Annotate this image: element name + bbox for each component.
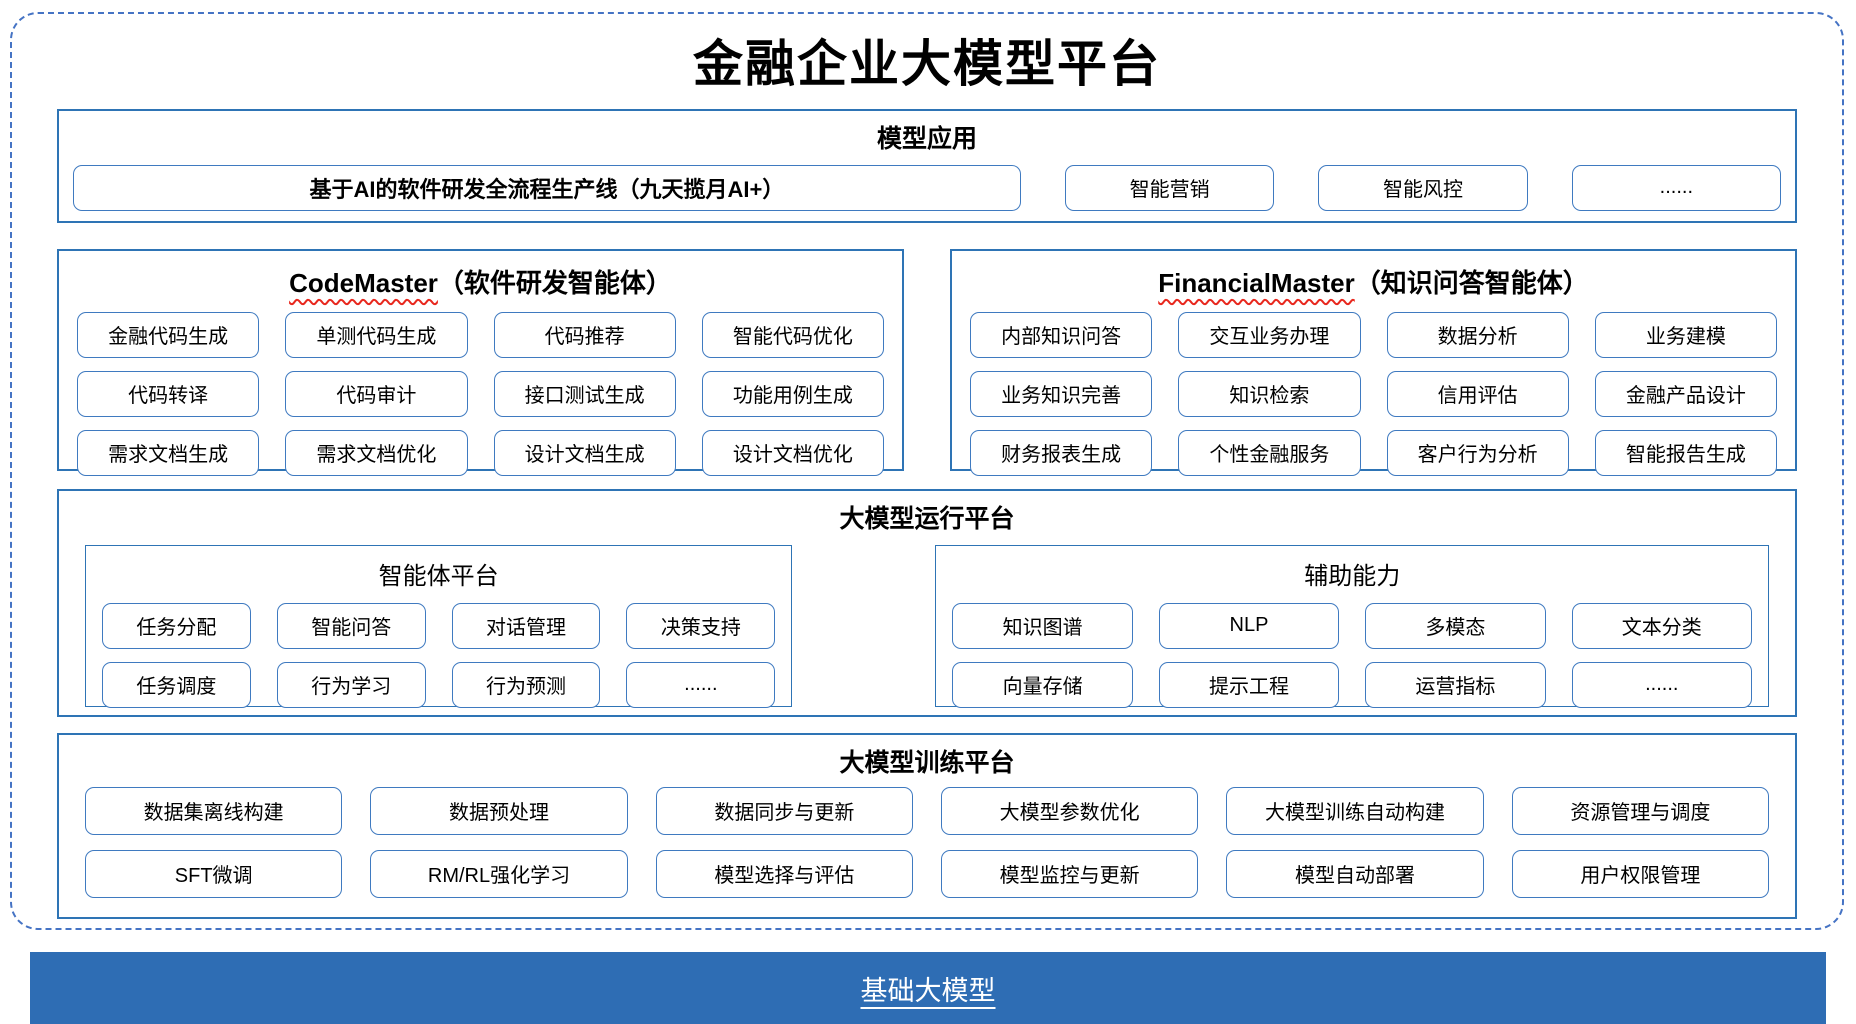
capability-box: 行为学习 bbox=[276, 661, 426, 708]
aux-capability-box: 辅助能力 知识图谱 NLP 多模态文本分类向量存储提示工程运营指标...... bbox=[935, 544, 1769, 708]
capability-box: 交互业务办理 bbox=[1178, 311, 1361, 358]
capability-box: 对话管理 bbox=[451, 602, 601, 649]
capability-box: 数据集离线构建 bbox=[85, 786, 343, 835]
financialmaster-capabilities: 内部知识问答交互业务办理数据分析业务建模业务知识完善知识检索信用评估金融产品设计… bbox=[970, 311, 1777, 476]
runtime-inner-row: 智能体平台 任务分配智能问答对话管理决策支持任务调度行为学习行为预测......… bbox=[85, 544, 1769, 708]
capability-box: 任务调度 bbox=[102, 661, 251, 708]
app-box: 智能营销 bbox=[1064, 164, 1275, 211]
agents-row: CodeMaster（软件研发智能体） 金融代码生成单测代码生成代码推荐智能代码… bbox=[57, 248, 1797, 476]
section-training-platform: 大模型训练平台 数据集离线构建数据预处理数据同步与更新大模型参数优化大模型训练自… bbox=[57, 732, 1797, 919]
capability-box: 业务知识完善 bbox=[970, 370, 1153, 417]
aux-capability-items: 知识图谱 NLP 多模态文本分类向量存储提示工程运营指标...... bbox=[952, 602, 1752, 708]
foundation-model-label: 基础大模型 bbox=[860, 975, 996, 1006]
capability-box: 知识图谱 bbox=[952, 602, 1133, 649]
ai-pipeline-box: 基于AI的软件研发全流程生产线（九天揽月AI+） bbox=[73, 164, 1021, 211]
model-application-title: 模型应用 bbox=[876, 124, 977, 153]
capability-box: 行为预测 bbox=[451, 661, 601, 708]
capability-box: 智能问答 bbox=[276, 602, 426, 649]
capability-box: 金融代码生成 bbox=[77, 311, 260, 358]
capability-box: 设计文档生成 bbox=[493, 429, 676, 476]
capability-box: 文本分类 bbox=[1571, 602, 1752, 649]
outer-dashed-frame: 金融企业大模型平台 模型应用 基于AI的软件研发全流程生产线（九天揽月AI+） … bbox=[10, 12, 1844, 930]
model-application-row: 基于AI的软件研发全流程生产线（九天揽月AI+） 智能营销 智能风控 .....… bbox=[71, 163, 1783, 211]
section-financialmaster: FinancialMaster（知识问答智能体） 内部知识问答交互业务办理数据分… bbox=[950, 248, 1797, 476]
capability-box: ...... bbox=[1571, 661, 1752, 708]
page-title: 金融企业大模型平台 bbox=[693, 34, 1161, 93]
app-box: 智能风控 bbox=[1318, 164, 1528, 211]
capability-box: 数据同步与更新 bbox=[655, 786, 913, 835]
training-platform-items: 数据集离线构建数据预处理数据同步与更新大模型参数优化大模型训练自动构建资源管理与… bbox=[85, 786, 1769, 898]
capability-box: SFT微调 bbox=[85, 849, 343, 898]
financialmaster-title-en: FinancialMaster bbox=[1158, 267, 1355, 298]
codemaster-capabilities: 金融代码生成单测代码生成代码推荐智能代码优化代码转译代码审计接口测试生成功能用例… bbox=[77, 311, 884, 476]
capability-box: 大模型训练自动构建 bbox=[1226, 786, 1484, 835]
aux-capability-title: 辅助能力 bbox=[1304, 562, 1401, 590]
financialmaster-title-zh: （知识问答智能体） bbox=[1354, 267, 1589, 298]
capability-box: 大模型参数优化 bbox=[941, 786, 1199, 835]
codemaster-title-zh: （软件研发智能体） bbox=[437, 267, 672, 298]
capability-box: 客户行为分析 bbox=[1386, 429, 1569, 476]
app-box: ...... bbox=[1571, 164, 1782, 211]
capability-box: 设计文档优化 bbox=[701, 429, 884, 476]
capability-box: 知识检索 bbox=[1178, 370, 1361, 417]
capability-box: NLP bbox=[1158, 602, 1340, 649]
capability-box: 模型监控与更新 bbox=[941, 849, 1199, 898]
agent-platform-box: 智能体平台 任务分配智能问答对话管理决策支持任务调度行为学习行为预测...... bbox=[85, 544, 793, 708]
section-codemaster: CodeMaster（软件研发智能体） 金融代码生成单测代码生成代码推荐智能代码… bbox=[57, 248, 904, 476]
training-platform-title: 大模型训练平台 bbox=[839, 748, 1015, 777]
capability-box: 向量存储 bbox=[952, 661, 1133, 708]
capability-box: 数据预处理 bbox=[370, 786, 628, 835]
capability-box: 用户权限管理 bbox=[1511, 849, 1769, 898]
agent-platform-title: 智能体平台 bbox=[378, 562, 499, 590]
capability-box: 多模态 bbox=[1365, 602, 1546, 649]
capability-box: 智能代码优化 bbox=[701, 311, 884, 358]
capability-box: 智能报告生成 bbox=[1594, 429, 1777, 476]
capability-box: 数据分析 bbox=[1386, 311, 1569, 358]
capability-box: 决策支持 bbox=[626, 602, 776, 649]
capability-box: 提示工程 bbox=[1158, 661, 1340, 708]
capability-box: 业务建模 bbox=[1594, 311, 1777, 358]
capability-box: 个性金融服务 bbox=[1178, 429, 1361, 476]
section-model-application: 模型应用 基于AI的软件研发全流程生产线（九天揽月AI+） 智能营销 智能风控 … bbox=[57, 108, 1797, 223]
capability-box: 任务分配 bbox=[102, 602, 251, 649]
agent-platform-items: 任务分配智能问答对话管理决策支持任务调度行为学习行为预测...... bbox=[102, 602, 776, 708]
capability-box: 单测代码生成 bbox=[285, 311, 468, 358]
capability-box: RM/RL强化学习 bbox=[370, 849, 628, 898]
codemaster-title-en: CodeMaster bbox=[289, 267, 438, 298]
capability-box: 需求文档生成 bbox=[77, 429, 260, 476]
capability-box: 代码审计 bbox=[285, 370, 468, 417]
capability-box: 功能用例生成 bbox=[701, 370, 884, 417]
runtime-platform-title: 大模型运行平台 bbox=[839, 504, 1015, 533]
section-runtime-platform: 大模型运行平台 智能体平台 任务分配智能问答对话管理决策支持任务调度行为学习行为… bbox=[57, 488, 1797, 717]
capability-box: 信用评估 bbox=[1386, 370, 1569, 417]
capability-box: 模型自动部署 bbox=[1226, 849, 1484, 898]
capability-box: ...... bbox=[626, 661, 776, 708]
capability-box: 内部知识问答 bbox=[970, 311, 1153, 358]
capability-box: 需求文档优化 bbox=[285, 429, 468, 476]
capability-box: 运营指标 bbox=[1365, 661, 1546, 708]
capability-box: 模型选择与评估 bbox=[655, 849, 913, 898]
capability-box: 资源管理与调度 bbox=[1511, 786, 1769, 835]
financialmaster-title: FinancialMaster（知识问答智能体） bbox=[970, 255, 1777, 312]
capability-box: 财务报表生成 bbox=[970, 429, 1153, 476]
codemaster-title: CodeMaster（软件研发智能体） bbox=[77, 255, 884, 312]
capability-box: 代码推荐 bbox=[493, 311, 676, 358]
capability-box: 金融产品设计 bbox=[1594, 370, 1777, 417]
foundation-model-bar: 基础大模型 bbox=[30, 952, 1826, 1024]
capability-box: 接口测试生成 bbox=[493, 370, 676, 417]
capability-box: 代码转译 bbox=[77, 370, 260, 417]
